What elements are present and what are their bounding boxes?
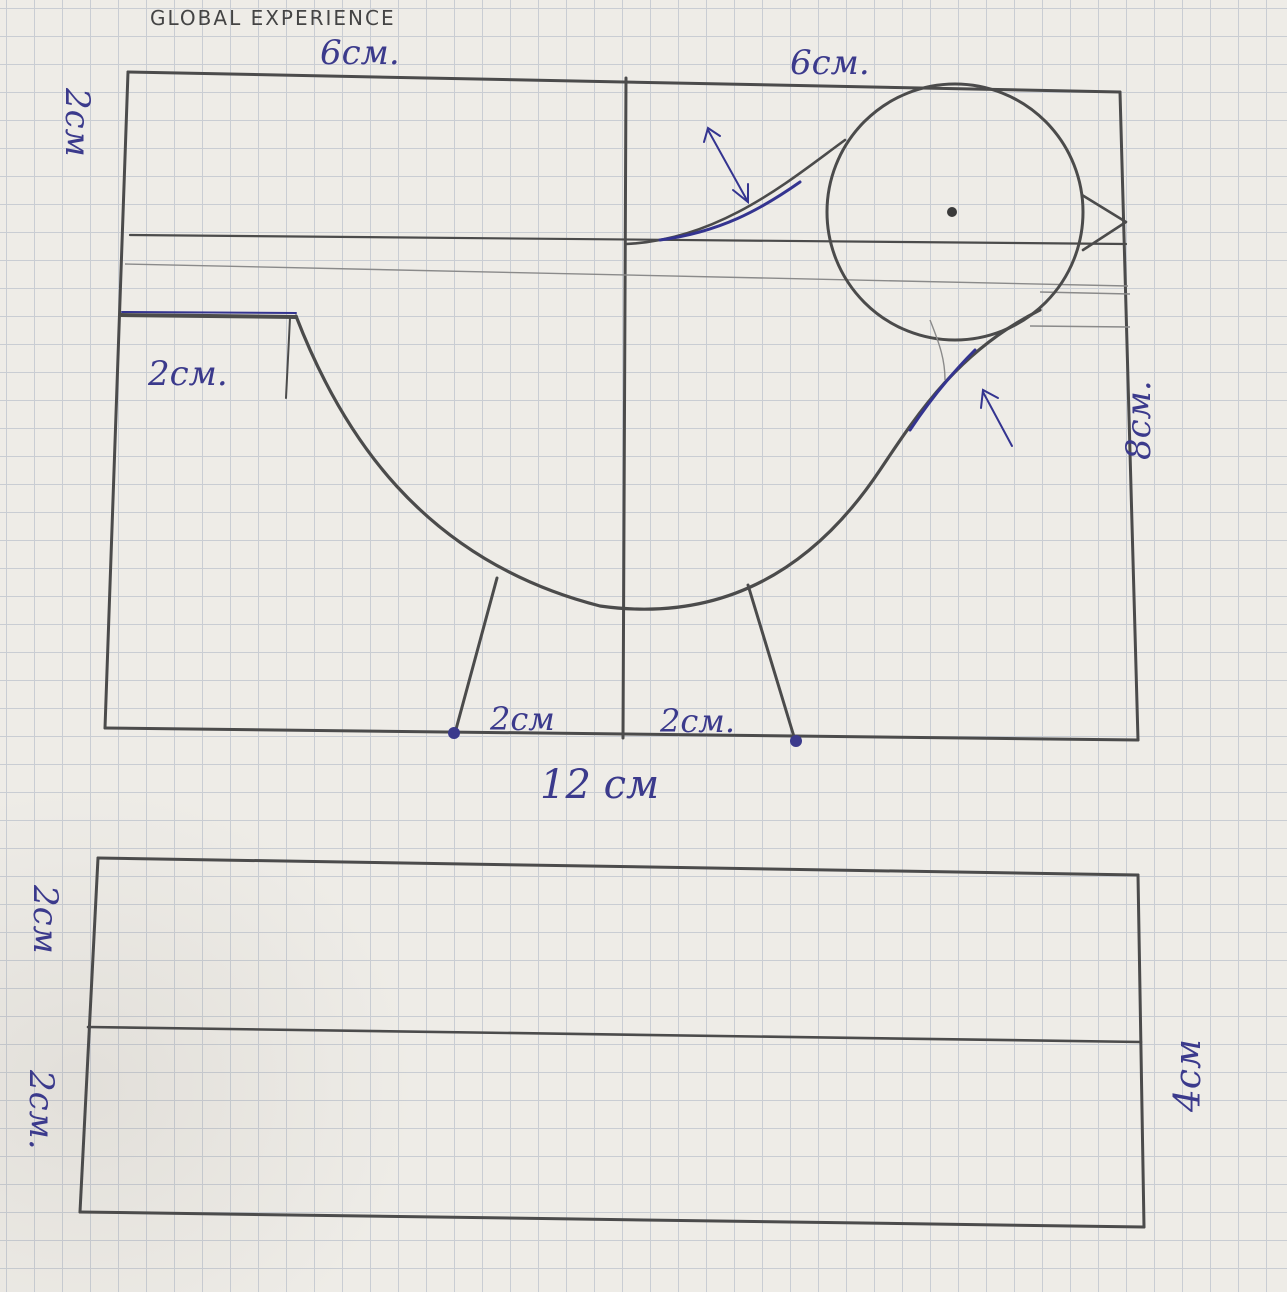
faint-guide-line-1 <box>124 263 1129 287</box>
center-vertical-line <box>621 76 628 740</box>
label-strip-left-top: 2см <box>25 884 65 954</box>
bird-body <box>294 138 1042 611</box>
bird-head <box>825 82 1128 381</box>
label-top-right-width: 6см. <box>790 43 870 83</box>
neck-ink-accent <box>658 180 802 242</box>
body-curve <box>294 308 1042 611</box>
upper-frame-right-edge <box>1118 90 1140 742</box>
tail-top-line <box>118 313 298 319</box>
strip-right-edge <box>1136 873 1146 1229</box>
head-neck-shading <box>929 319 946 381</box>
arrow-lower-head <box>980 388 999 409</box>
upper-frame <box>103 70 1140 742</box>
bird-legs <box>448 576 802 747</box>
label-bottom-width: 12 см <box>540 762 659 808</box>
faint-guide-line-3 <box>1029 325 1131 328</box>
label-strip-right-height: 4см <box>1168 1039 1209 1113</box>
right-foot-dot <box>790 735 802 747</box>
upper-frame-left-edge <box>103 70 130 730</box>
label-leg-left-gap: 2см <box>489 700 555 738</box>
left-foot-dot <box>448 727 460 739</box>
brand-header: GLOBAL EXPERIENCE <box>150 6 396 30</box>
right-leg <box>746 583 797 742</box>
tail-ink-line <box>121 311 297 314</box>
upper-frame-top-edge <box>126 70 1122 94</box>
bird-tail <box>118 311 298 399</box>
label-left-height-top: 2см <box>57 87 97 157</box>
label-right-height: 8см. <box>1119 380 1159 460</box>
strip-middle-line <box>86 1025 1143 1044</box>
breast-ink-accent <box>908 348 977 432</box>
bird-beak <box>1080 193 1128 252</box>
upper-frame-bottom-edge <box>103 726 1140 742</box>
lower-strip <box>78 856 1146 1229</box>
strip-bottom-edge <box>78 1210 1146 1229</box>
label-leg-right-gap: 2см. <box>659 702 735 740</box>
arrow-lower-shaft <box>982 391 1013 447</box>
arrow-upper-head-bottom <box>732 183 749 205</box>
label-top-left-width: 6см. <box>320 33 400 73</box>
label-tail-width: 2см. <box>147 354 228 394</box>
arrow-upper-head-top <box>703 126 721 143</box>
strip-left-edge <box>78 856 100 1214</box>
arrow-upper-shaft <box>707 129 749 203</box>
paper-shadow <box>0 780 420 1292</box>
bird-eye <box>947 207 957 217</box>
annotation-arrows <box>703 126 1013 447</box>
tail-drop-line <box>285 317 291 399</box>
strip-top-edge <box>96 856 1140 877</box>
head-guide-line <box>128 233 1128 246</box>
head-circle <box>825 82 1085 342</box>
left-leg <box>453 576 499 735</box>
label-strip-left-bottom: 2см. <box>21 1069 61 1150</box>
